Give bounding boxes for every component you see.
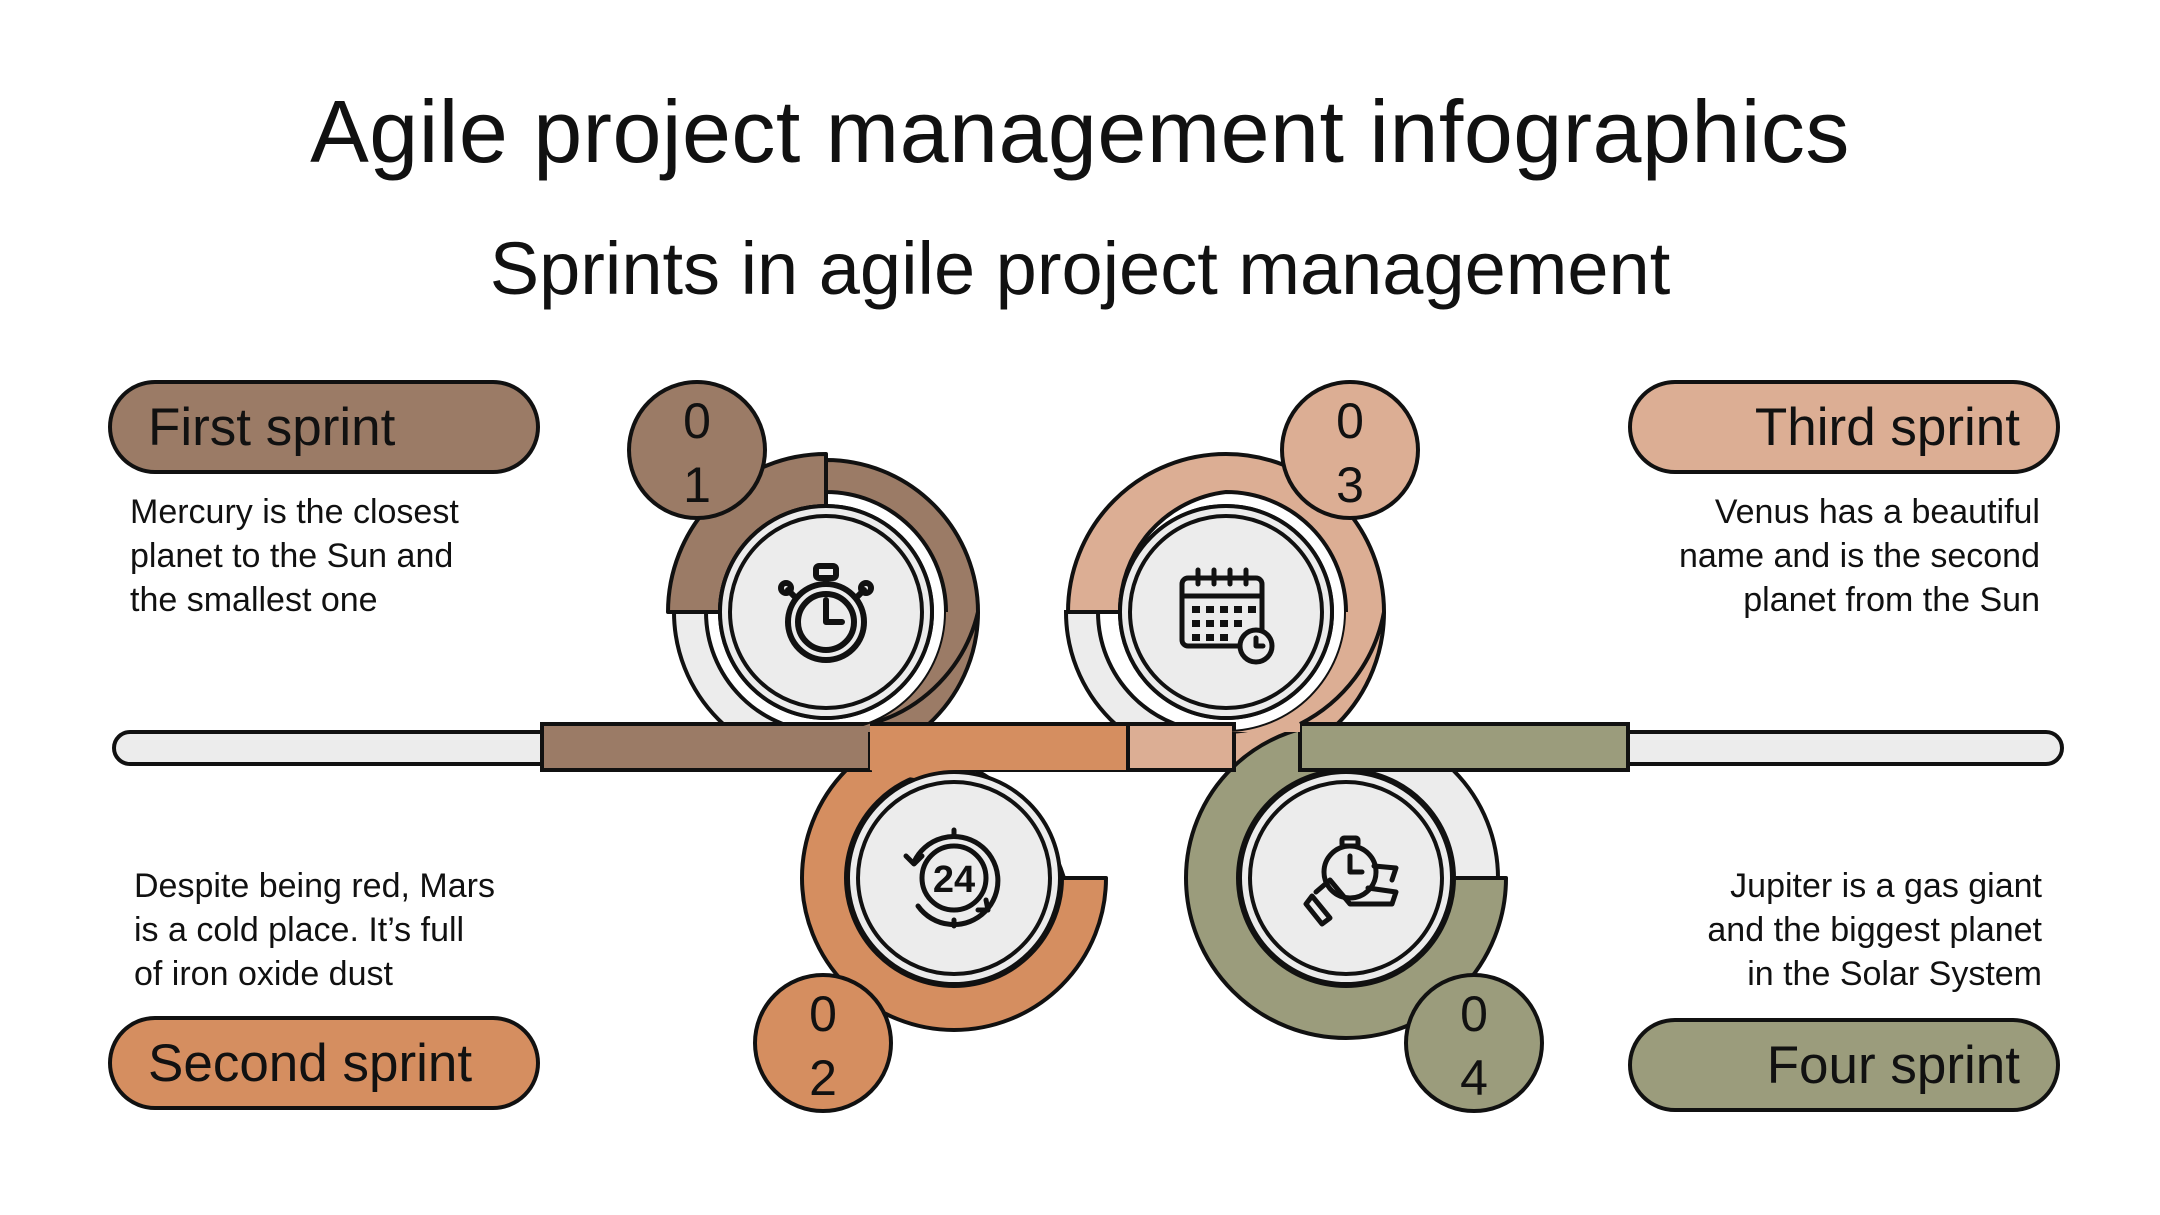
description-line: is a cold place. It’s full bbox=[134, 911, 465, 949]
third-sprint-label: Third sprint bbox=[1628, 380, 2060, 474]
badge-04-bottom: 4 bbox=[1460, 1050, 1488, 1106]
24-hours-icon: 24 bbox=[903, 827, 1001, 929]
badge-04: 0 4 bbox=[1404, 973, 1544, 1113]
badge-03: 0 3 bbox=[1280, 380, 1420, 520]
description-line: in the Solar System bbox=[1747, 955, 2042, 993]
fourth-sprint-label: Four sprint bbox=[1628, 1018, 2060, 1112]
second-sprint-label-text: Second sprint bbox=[148, 1033, 473, 1093]
badge-02-top: 0 bbox=[809, 986, 837, 1042]
badge-03-top: 0 bbox=[1336, 393, 1364, 449]
badge-02: 0 2 bbox=[753, 973, 893, 1113]
third-sprint-description: Venus has a beautiful name and is the se… bbox=[1620, 490, 2040, 622]
stopwatch-icon bbox=[778, 563, 874, 663]
calendar-clock-icon bbox=[1179, 567, 1275, 665]
description-line: the smallest one bbox=[130, 581, 378, 619]
fourth-sprint-label-text: Four sprint bbox=[1766, 1035, 2020, 1095]
description-line: Venus has a beautiful bbox=[1714, 493, 2040, 531]
third-sprint-label-text: Third sprint bbox=[1754, 397, 2020, 457]
second-sprint-description: Despite being red, Mars is a cold place.… bbox=[134, 864, 554, 996]
description-line: planet to the Sun and bbox=[130, 537, 454, 575]
page-title: Agile project management infographics bbox=[310, 82, 1850, 181]
first-sprint-description: Mercury is the closest planet to the Sun… bbox=[130, 490, 550, 622]
description-line: Jupiter is a gas giant bbox=[1730, 867, 2042, 905]
band-first bbox=[540, 722, 872, 772]
badge-01-top: 0 bbox=[683, 393, 711, 449]
description-line: Despite being red, Mars bbox=[134, 867, 495, 905]
page-subtitle: Sprints in agile project management bbox=[489, 227, 1671, 310]
badge-01: 0 1 bbox=[627, 380, 767, 520]
band-fourth bbox=[1298, 722, 1630, 772]
band-third bbox=[1126, 722, 1236, 772]
badge-03-bottom: 3 bbox=[1336, 457, 1364, 513]
description-line: Mercury is the closest bbox=[130, 493, 459, 531]
badge-04-top: 0 bbox=[1460, 986, 1488, 1042]
description-line: of iron oxide dust bbox=[134, 955, 393, 993]
sprint-4-ring bbox=[1184, 721, 1630, 1040]
sprint-2-ring bbox=[800, 722, 1130, 1032]
description-line: and the biggest planet bbox=[1707, 911, 2042, 949]
hand-stopwatch-icon bbox=[1303, 835, 1399, 927]
description-line: planet from the Sun bbox=[1743, 581, 2040, 619]
second-sprint-label: Second sprint bbox=[108, 1016, 540, 1110]
description-line: name and is the second bbox=[1678, 537, 2040, 575]
badge-01-bottom: 1 bbox=[683, 457, 711, 513]
fourth-sprint-description: Jupiter is a gas giant and the biggest p… bbox=[1622, 864, 2042, 996]
first-sprint-label-text: First sprint bbox=[148, 397, 396, 457]
first-sprint-label: First sprint bbox=[108, 380, 540, 474]
svg-text:24: 24 bbox=[933, 859, 975, 901]
badge-02-bottom: 2 bbox=[809, 1050, 837, 1106]
